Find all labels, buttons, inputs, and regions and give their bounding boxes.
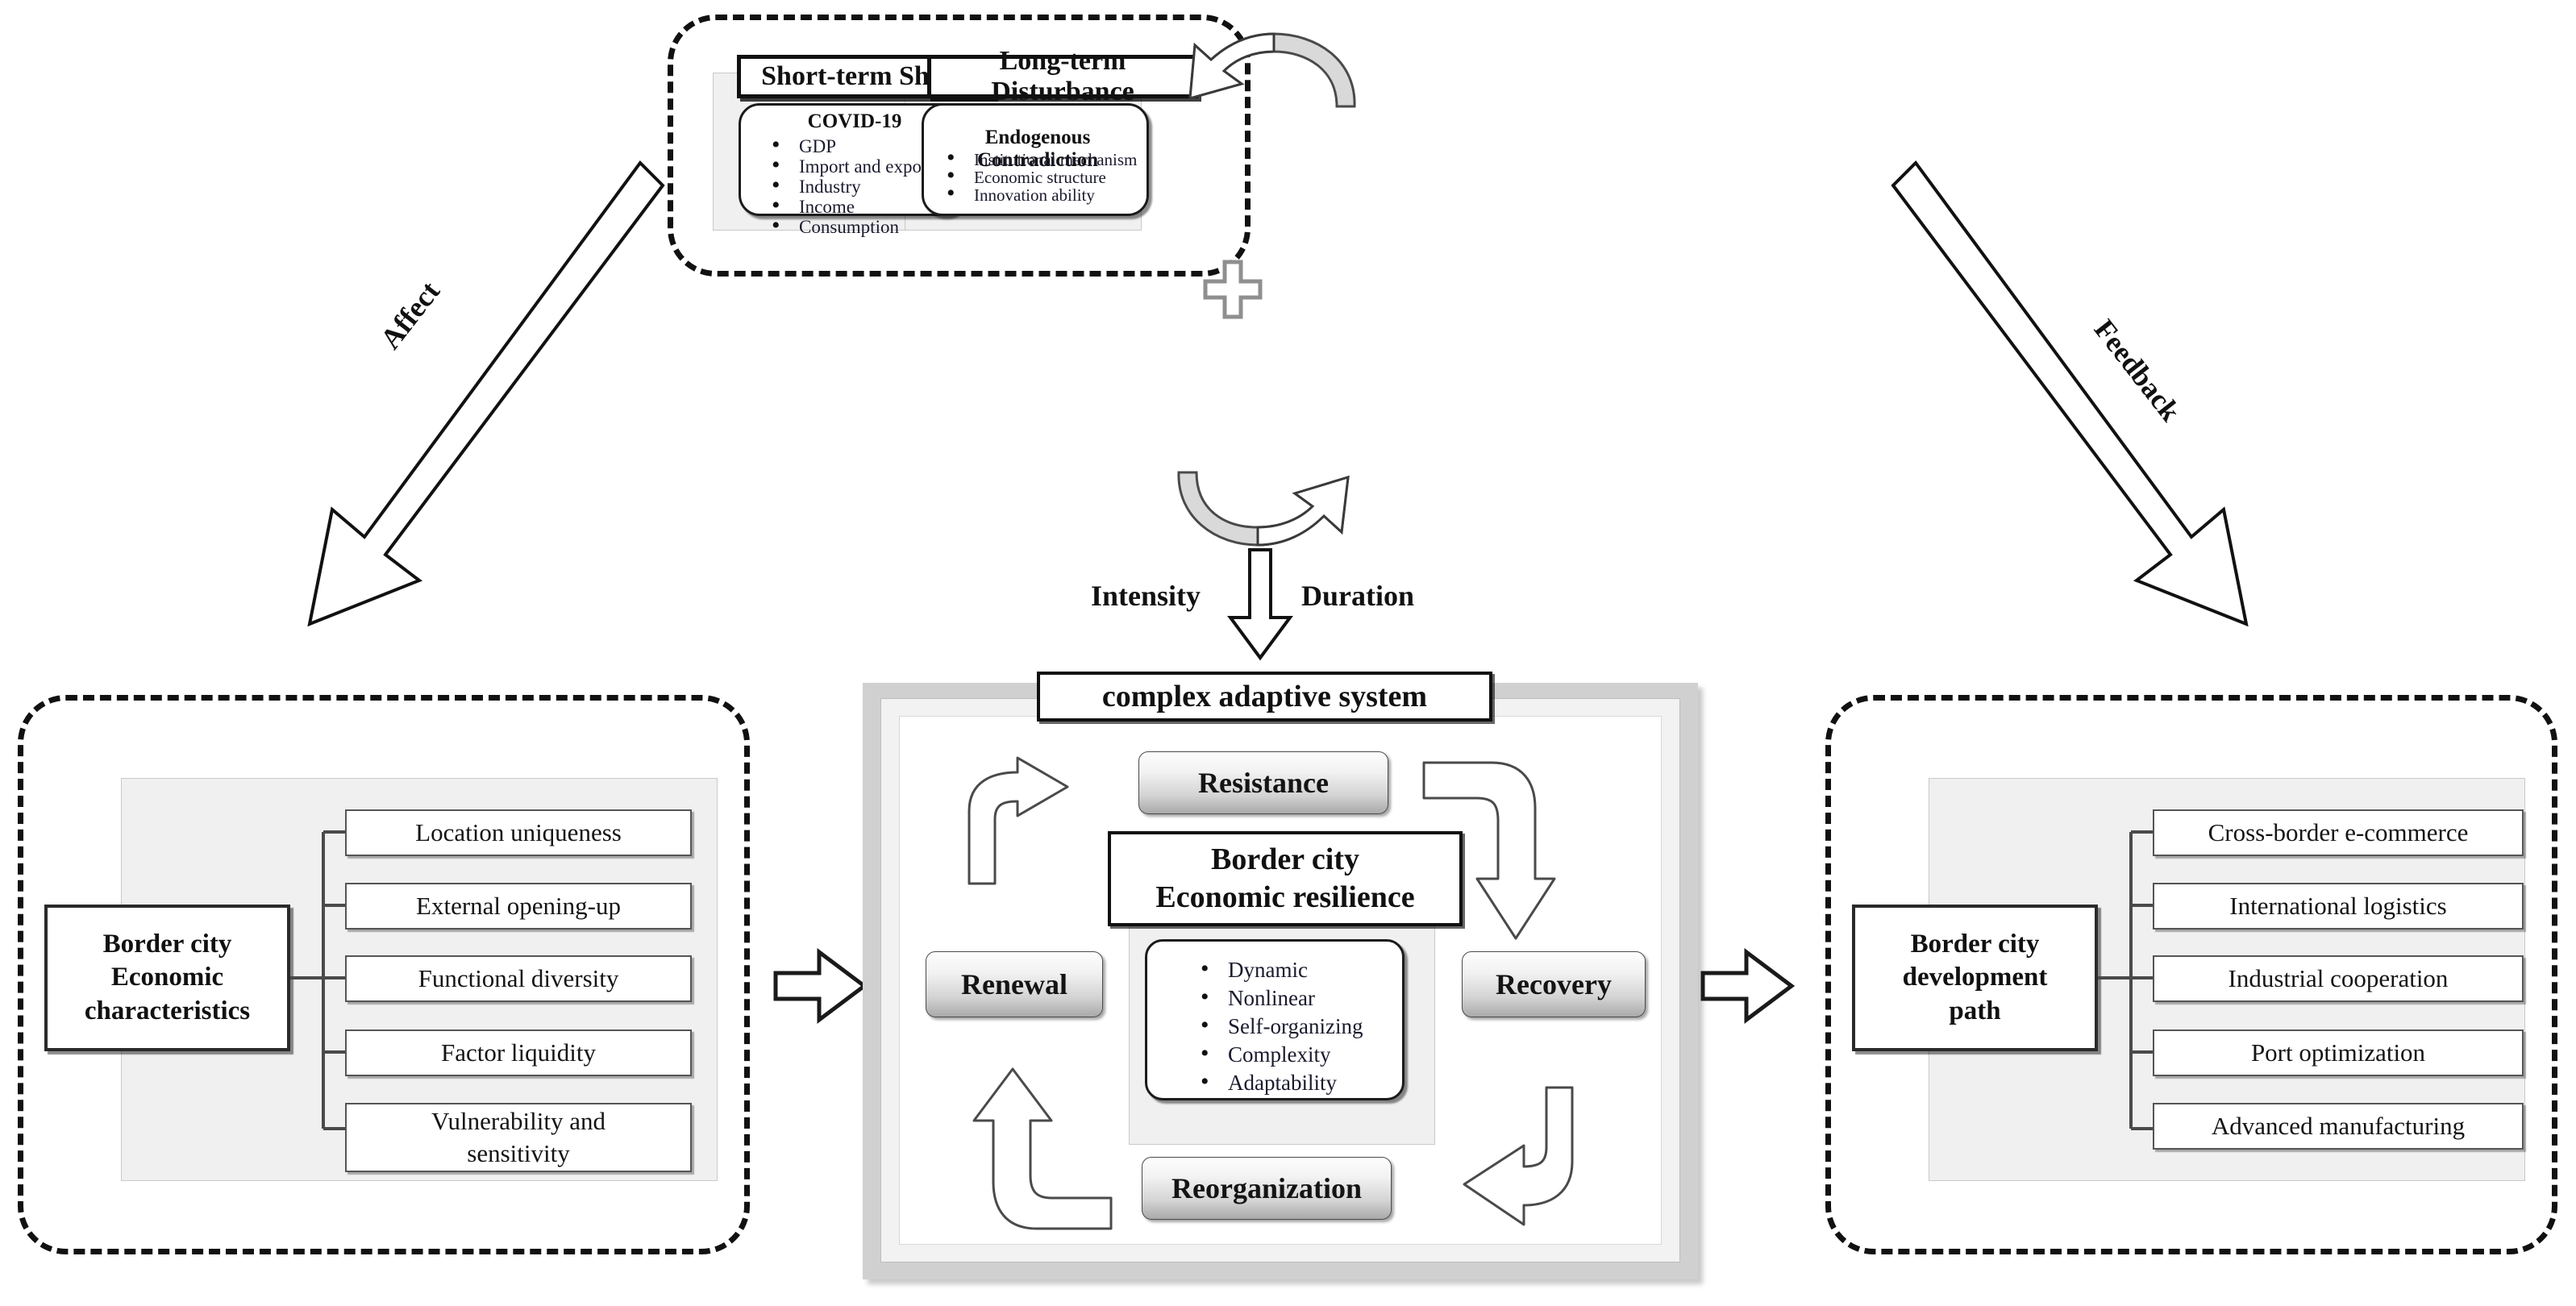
cycle-arrow-left-to-top (968, 756, 1069, 885)
long-term-disturbance-header-label: Long-term Disturbance (991, 46, 1134, 106)
key-box-line: characteristics (84, 996, 251, 1025)
key-box-line: Border city (1910, 930, 2040, 959)
characteristic-row: Functional diversity (345, 955, 692, 1002)
stage-button-label: Reorganization (1171, 1172, 1362, 1204)
list-item: Complexity (1201, 1039, 1363, 1069)
stage-button-renewal[interactable]: Renewal (926, 951, 1103, 1017)
left-to-center-arrow (773, 948, 868, 1024)
characteristic-label: Functional diversity (418, 964, 619, 992)
endogenous-contradiction-item-list: Institutional mechanism Economic structu… (947, 149, 1137, 204)
list-item: Economic structure (947, 167, 1137, 186)
core-attributes-card: Dynamic Nonlinear Self-organizing Comple… (1145, 939, 1405, 1100)
characteristic-row: External opening-up (345, 883, 692, 930)
cycle-arrow-bottom-to-left (972, 1067, 1113, 1230)
list-item: Nonlinear (1201, 983, 1363, 1013)
list-item: Dynamic (1201, 955, 1363, 984)
characteristic-row: Location uniqueness (345, 809, 692, 856)
core-title-line: Economic resilience (1155, 880, 1415, 914)
center-to-right-arrow (1700, 948, 1796, 1024)
covid19-card-title: COVID-19 (807, 110, 902, 132)
core-title-line: Border city (1211, 842, 1359, 876)
cas-header-label: complex adaptive system (1101, 680, 1428, 713)
cas-header: complex adaptive system (1037, 672, 1492, 722)
curved-arrow-left-top-icon (1188, 32, 1356, 108)
key-box-line: Economic (110, 963, 224, 992)
intensity-duration-arrow (1227, 548, 1293, 661)
list-item: Self-organizing (1201, 1011, 1363, 1041)
duration-label: Duration (1301, 580, 1415, 612)
characteristic-label: sensitivity (467, 1139, 570, 1167)
development-path-label: Port optimization (2250, 1038, 2426, 1067)
list-item: Industry (772, 175, 933, 197)
development-path-row: Advanced manufacturing (2153, 1103, 2524, 1150)
curved-arrow-right-bottom-icon (1177, 471, 1350, 547)
characteristic-label: Vulnerability and (431, 1107, 606, 1135)
development-path-row: Cross-border e-commerce (2153, 809, 2524, 856)
core-title-box: Border city Economic resilience (1108, 831, 1463, 926)
characteristic-label: Location uniqueness (415, 818, 622, 846)
intensity-label: Intensity (1091, 580, 1201, 612)
development-path-key-box: Border city development path (1852, 905, 2098, 1051)
list-item: Adaptability (1201, 1067, 1363, 1097)
long-term-disturbance-header: Long-term Disturbance (927, 46, 1198, 106)
characteristic-row: Factor liquidity (345, 1029, 692, 1076)
list-item: Institutional mechanism (947, 149, 1137, 168)
key-box-line: development (1902, 963, 2048, 992)
development-path-row: Port optimization (2153, 1029, 2524, 1076)
stage-button-label: Renewal (961, 968, 1067, 1000)
development-path-label: Industrial cooperation (2228, 964, 2449, 992)
cycle-arrow-right-to-bottom (1463, 1086, 1574, 1226)
development-path-label: International logistics (2229, 892, 2447, 920)
list-item: Innovation ability (947, 185, 1137, 204)
feedback-arrow (1891, 160, 2249, 627)
stage-button-label: Recovery (1496, 968, 1612, 1000)
development-path-label: Advanced manufacturing (2211, 1112, 2466, 1140)
development-path-row: Industrial cooperation (2153, 955, 2524, 1002)
plus-sign-icon (1203, 260, 1263, 319)
characteristic-row: Vulnerability and sensitivity (345, 1103, 692, 1172)
economic-characteristics-key-box: Border city Economic characteristics (44, 905, 290, 1051)
list-item: GDP (772, 135, 933, 156)
cycle-arrow-top-to-right (1422, 761, 1556, 940)
stage-button-recovery[interactable]: Recovery (1462, 951, 1646, 1017)
development-path-row: International logistics (2153, 883, 2524, 930)
stage-button-resistance[interactable]: Resistance (1138, 751, 1388, 814)
key-box-line: Border city (102, 930, 232, 959)
list-item: Import and export (772, 155, 933, 177)
stage-button-label: Resistance (1198, 767, 1329, 799)
characteristic-label: External opening-up (416, 892, 621, 920)
list-item: Consumption (772, 215, 933, 237)
covid19-item-list: GDP Import and export Industry Income Co… (772, 135, 933, 237)
development-path-label: Cross-border e-commerce (2208, 818, 2469, 846)
key-box-line: path (1949, 996, 2001, 1025)
list-item: Income (772, 195, 933, 217)
endogenous-contradiction-card: Endogenous Contradiction Institutional m… (922, 103, 1149, 216)
stage-button-reorganization[interactable]: Reorganization (1142, 1157, 1392, 1220)
core-attribute-list: Dynamic Nonlinear Self-organizing Comple… (1201, 955, 1363, 1097)
affect-arrow (307, 160, 665, 627)
characteristic-label: Factor liquidity (440, 1038, 596, 1067)
